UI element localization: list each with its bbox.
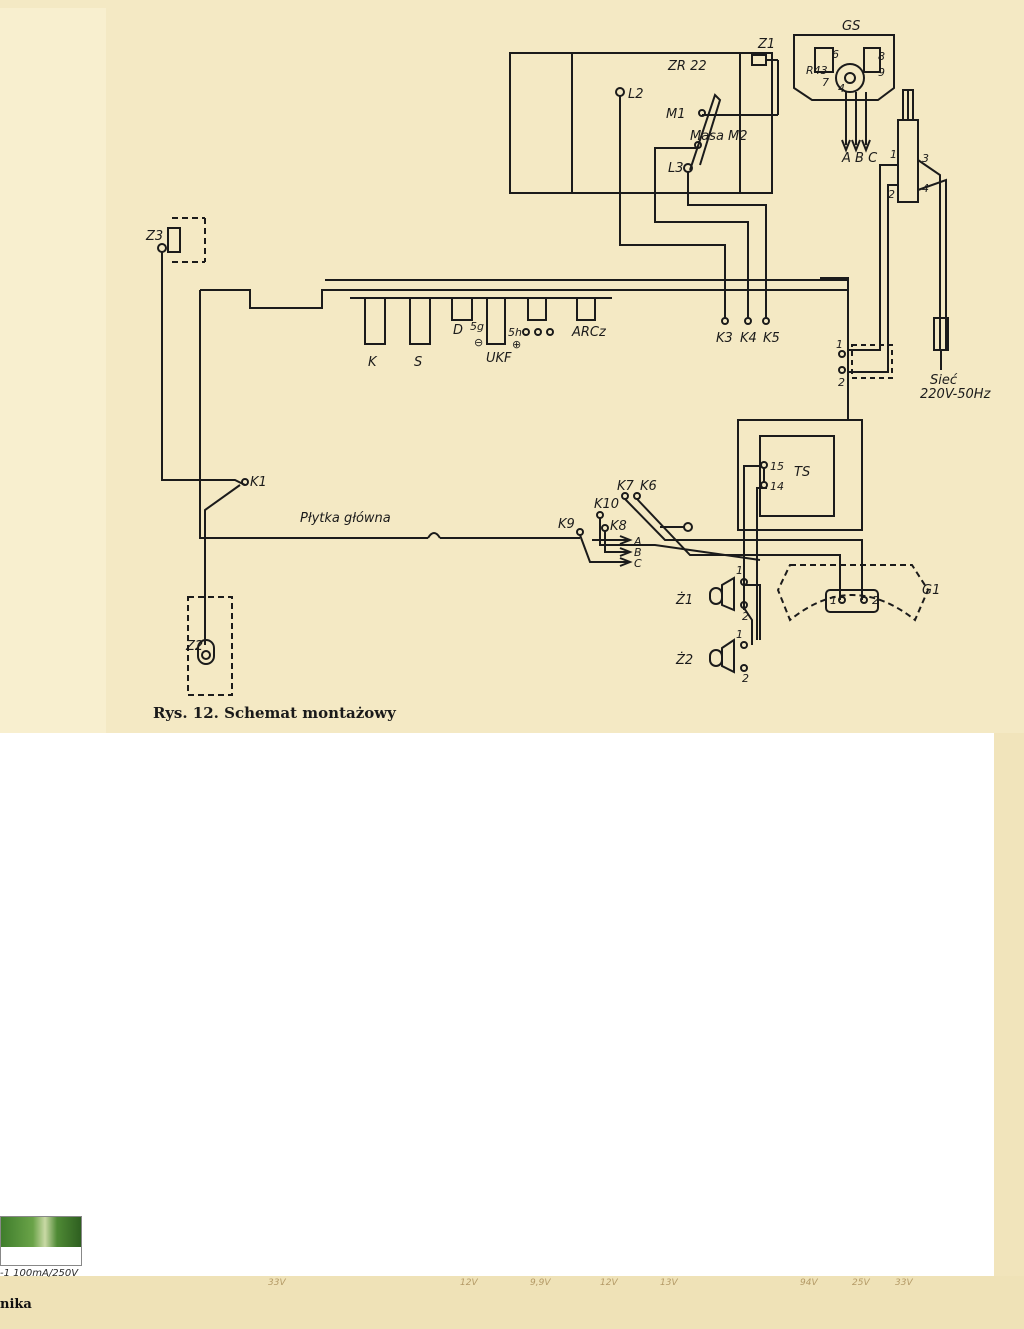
voltage-mark: 9,9V [530,1278,551,1288]
main-board-outline [200,277,849,309]
label-k1: K1 [250,475,267,490]
button-s [409,297,431,345]
label-g1-pin2: 2 [872,594,879,607]
label-pin4: 4 [838,82,845,95]
label-arcz: ARCz [571,325,607,340]
fuse-label: -1 100mA/250V [0,1268,79,1279]
paper-margin [0,8,106,733]
label-5h: 5h [508,326,522,339]
figure-caption: Rys. 12. Schemat montażowy [153,704,396,722]
label-abc: A B C [841,151,878,166]
voltage-mark: 25V [852,1278,870,1288]
voltage-mark: 94V [800,1278,818,1288]
label-masa-m2: Masa M2 [690,129,748,144]
label-m1: M1 [666,107,686,122]
blank-panel [0,733,994,1276]
label-zz1: Ż1 [675,592,693,608]
voltage-mark: 13V [660,1278,678,1288]
label-k5: K5 [763,331,780,346]
label-out-c: C [634,557,642,570]
paper-edge-right [994,733,1024,1276]
label-5g: 5g [470,320,484,333]
label-z1: Z1 [757,37,775,52]
label-sw4: 4 [922,182,929,195]
label-pin7: 7 [822,76,829,89]
label-sw2: 2 [888,188,895,201]
gs-socket [793,34,895,101]
label-k4: K4 [740,331,757,346]
label-sw3: 3 [922,152,929,165]
lamp-z1 [721,576,735,612]
label-k7: K7 [617,479,635,494]
label-zz1-pin1: 1 [736,564,743,577]
label-ts14: 14 [770,480,784,493]
label-term1: 1 [836,338,843,351]
label-zz2-pin2: 2 [742,672,749,685]
paper-edge-bottom [0,1276,1024,1329]
label-s: S [414,355,422,370]
label-siec: Sieć [930,373,958,388]
label-r43: R43 [806,64,828,77]
label-zr22: ZR 22 [667,59,707,74]
label-pin9: 9 [878,66,885,79]
zr22-block [509,52,773,194]
l2-terminal [615,87,625,97]
button-d [451,297,473,321]
button-arcz [576,297,596,321]
label-l3: L3 [668,161,684,176]
voltage-mark: 33V [895,1278,913,1288]
fuse-photo [0,1216,82,1266]
label-ukf: UKF [486,351,512,366]
voltage-mark: 12V [600,1278,618,1288]
lamp-z2 [721,638,735,674]
label-z2: Z2 [185,639,203,654]
label-k9: K9 [558,517,575,532]
button-k [364,297,386,345]
label-zz1-pin2: 2 [742,610,749,623]
label-k3: K3 [716,331,733,346]
label-ts: TS [794,465,810,480]
label-sw1: 1 [890,148,897,161]
voltage-mark: 12V [460,1278,478,1288]
label-k: K [368,355,378,370]
label-pin6: 6 [832,48,839,61]
button-ukf [486,297,506,345]
label-k10: K10 [594,497,619,512]
label-minus: ⊖ [474,336,483,349]
label-term2: 2 [838,376,845,389]
button-5h [527,297,547,321]
label-zz2-pin1: 1 [736,628,743,641]
label-ts15: 15 [770,460,784,473]
label-g1: G1 [922,583,940,598]
label-plytka: Płytka główna [300,511,391,526]
g1-dial [776,564,930,622]
fuse-band [1,1217,81,1247]
label-z3: Z3 [145,229,163,244]
label-l2: L2 [628,87,644,102]
label-d: D [453,323,463,338]
label-k6: K6 [640,479,657,494]
label-zz2: Ż2 [675,652,693,668]
assembly-diagram: GS Z1 ZR 22 L2 M1 Masa M2 L3 R43 6 7 8 9… [145,19,992,696]
label-g1-pin1: 1 [830,594,837,607]
label-siec-spec: 220V-50Hz [920,387,992,402]
label-gs: GS [842,19,860,34]
label-k8: K8 [610,519,627,534]
edge-word: nika [0,1297,32,1312]
label-pin8: 8 [878,50,885,63]
label-plus: ⊕ [512,338,521,351]
voltage-mark: 33V [268,1278,286,1288]
label-out-a: A [633,535,642,548]
label-out-b: B [634,546,642,559]
